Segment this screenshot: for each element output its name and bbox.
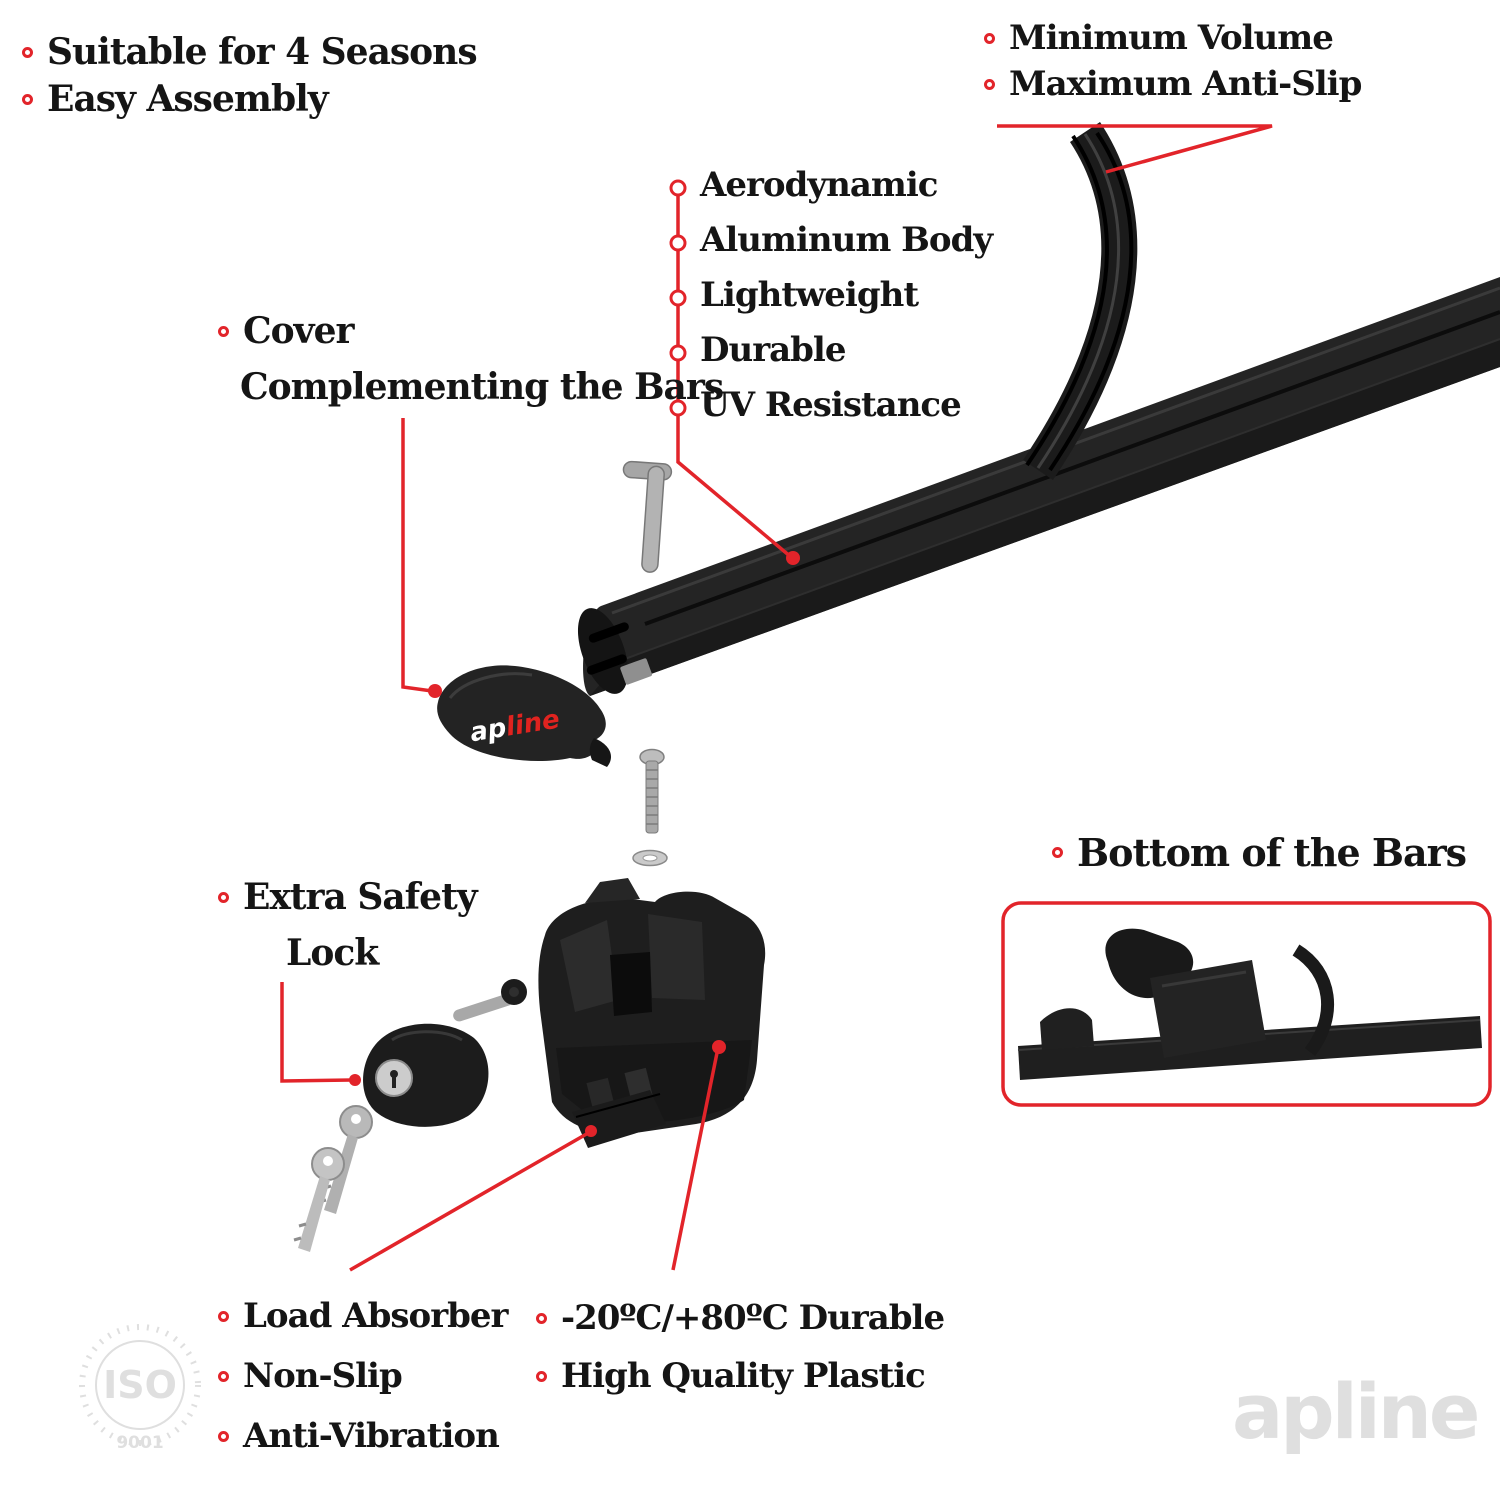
label-uv-resistance: UV Resistance — [700, 385, 962, 425]
bolt-icon — [639, 748, 665, 834]
bullet-icon — [218, 326, 229, 338]
bullet-icon — [1052, 847, 1063, 859]
leader-cover — [401, 418, 433, 693]
label-4-seasons-text: Suitable for 4 Seasons — [47, 31, 478, 73]
bullet-icon — [218, 1371, 229, 1383]
bottom-bars-art — [1017, 928, 1482, 1080]
keys-icon — [293, 1105, 373, 1252]
label-extra-safety: Extra Safety — [218, 876, 478, 918]
leader-dots — [349, 551, 800, 1137]
leader-lines — [280, 124, 1273, 1272]
iso-subtitle: 9001 — [116, 1433, 163, 1453]
label-cover: Cover — [218, 310, 354, 352]
brand-watermark: apline — [1232, 1367, 1477, 1456]
label-anti-vibration: Anti-Vibration — [218, 1417, 500, 1455]
label-temp-durable: -20ºC/+80ºC Durable — [536, 1299, 945, 1337]
label-lock-line2: Lock — [286, 932, 379, 974]
foot-mount — [538, 878, 766, 1134]
bullet-icon — [984, 33, 995, 45]
label-aluminum-body: Aluminum Body — [700, 220, 993, 260]
leader-durable — [671, 1047, 720, 1271]
leader-anti-slip — [997, 124, 1273, 174]
leader-lock — [280, 982, 353, 1083]
label-bottom-bars: Bottom of the Bars — [1052, 830, 1467, 875]
label-lock-row: Lock — [286, 932, 379, 974]
label-bottom-bars-text: Bottom of the Bars — [1077, 830, 1467, 875]
bottom-bars-box — [1001, 901, 1492, 1107]
label-cover-line1: Cover — [243, 310, 354, 352]
washer-icon — [632, 849, 668, 867]
label-load-absorber: Load Absorber — [218, 1297, 508, 1335]
label-4-seasons: Suitable for 4 Seasons — [22, 31, 478, 73]
label-non-slip: Non-Slip — [218, 1357, 403, 1395]
leader-bar-features — [676, 180, 793, 559]
label-durable: Durable — [700, 330, 846, 370]
bullet-icon — [218, 1311, 229, 1323]
label-cover-line2: Complementing the Bars — [240, 366, 724, 408]
label-lightweight: Lightweight — [700, 275, 919, 315]
iso-title: ISO — [103, 1363, 177, 1407]
bullet-icon — [22, 47, 33, 59]
label-minimum-volume-text: Minimum Volume — [1009, 18, 1334, 58]
label-minimum-volume: Minimum Volume — [984, 18, 1334, 58]
bullet-icon — [984, 79, 995, 91]
label-cover-line2-row: Complementing the Bars — [240, 366, 724, 408]
iso-watermark: ISO 9001 — [79, 1324, 201, 1453]
label-aerodynamic: Aerodynamic — [700, 165, 938, 205]
cover-cap: apline — [437, 665, 611, 767]
bullet-icon — [536, 1371, 547, 1383]
label-easy-assembly: Easy Assembly — [22, 78, 329, 120]
bullet-icon — [218, 1431, 229, 1443]
rubber-strip — [1023, 122, 1138, 481]
leader-load-absorber — [349, 1130, 591, 1272]
label-maximum-anti-slip-text: Maximum Anti-Slip — [1009, 64, 1362, 104]
label-extra-safety-line1: Extra Safety — [243, 876, 478, 918]
label-easy-assembly-text: Easy Assembly — [47, 78, 329, 120]
safety-lock — [363, 979, 527, 1127]
feature-line-bullets — [669, 179, 687, 417]
bullet-icon — [536, 1313, 547, 1325]
bullet-icon — [218, 892, 229, 904]
label-maximum-anti-slip: Maximum Anti-Slip — [984, 64, 1362, 104]
bullet-icon — [22, 94, 33, 106]
allen-key-icon — [622, 460, 673, 573]
label-high-quality-plastic: High Quality Plastic — [536, 1357, 926, 1395]
